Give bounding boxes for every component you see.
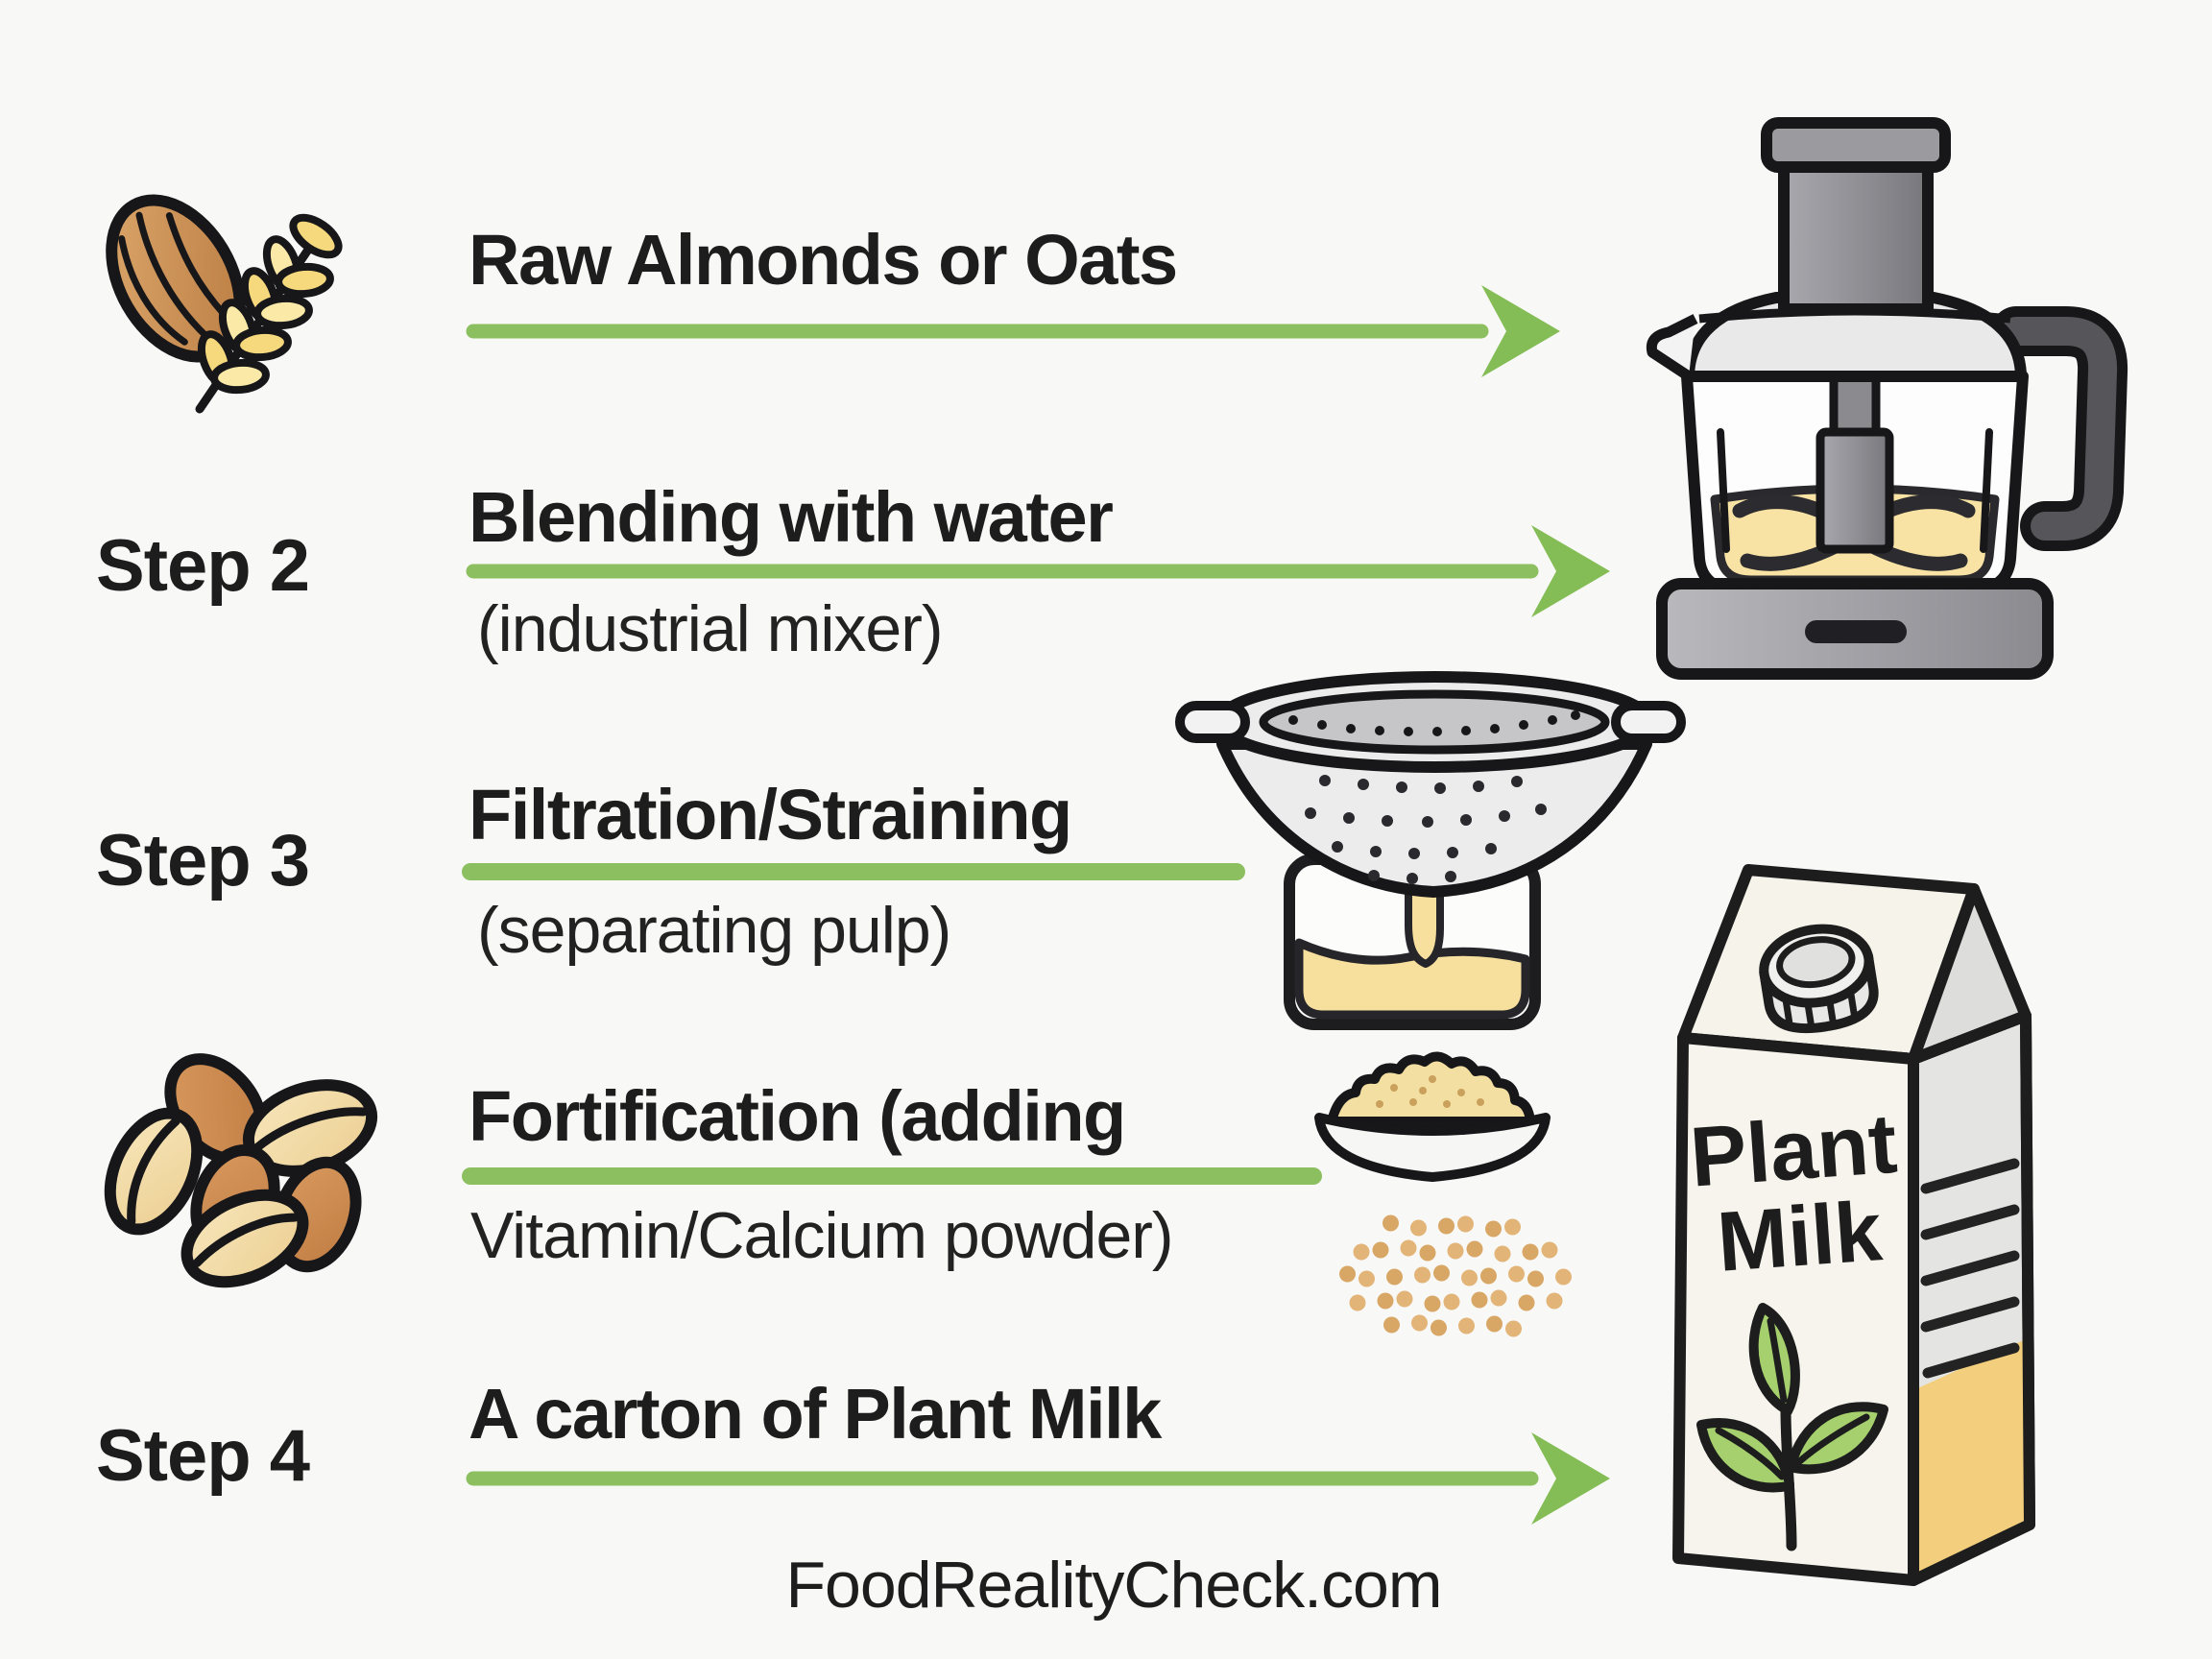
step4-title: A carton of Plant Milk: [469, 1374, 1162, 1454]
step3-label: Step 3: [96, 820, 310, 902]
step2-title: Blending with water: [469, 477, 1114, 557]
strainer-with-jar-icon: [1175, 671, 1686, 1030]
carton-brand-line2: Milk: [1715, 1183, 1887, 1289]
carton-brand-line1: Plant: [1687, 1095, 1900, 1205]
fortification-line: [462, 1167, 1322, 1185]
footer-site-name: FoodRealityCheck.com: [785, 1549, 1443, 1622]
almond-and-oat-icon: [106, 194, 343, 414]
step4-arrow: [466, 1432, 1610, 1525]
leaf-logo: [1696, 1303, 1888, 1551]
step-fortification-subtitle: Vitamin/Calcium powder): [470, 1199, 1174, 1272]
step3-line: [462, 863, 1245, 880]
step1-arrow: [466, 285, 1560, 377]
powder-bowl-icon: [1314, 1051, 1551, 1182]
step-fortification-title: Fortification (adding: [469, 1076, 1126, 1156]
step2-arrow: [466, 525, 1610, 617]
step2-subtitle: (industrial mixer): [477, 592, 944, 665]
step2-label: Step 2: [96, 525, 310, 607]
step1-title: Raw Almonds or Oats: [469, 220, 1178, 300]
step4-label: Step 4: [96, 1415, 310, 1497]
step3-subtitle: (separating pulp): [477, 894, 951, 967]
granules-icon: [1339, 1214, 1572, 1337]
nuts-and-seeds-icon: [104, 1053, 378, 1288]
industrial-blender-icon: [1646, 117, 2128, 680]
step3-title: Filtration/Straining: [469, 775, 1072, 854]
plant-milk-carton-icon: Plant Milk: [1672, 864, 2035, 1586]
